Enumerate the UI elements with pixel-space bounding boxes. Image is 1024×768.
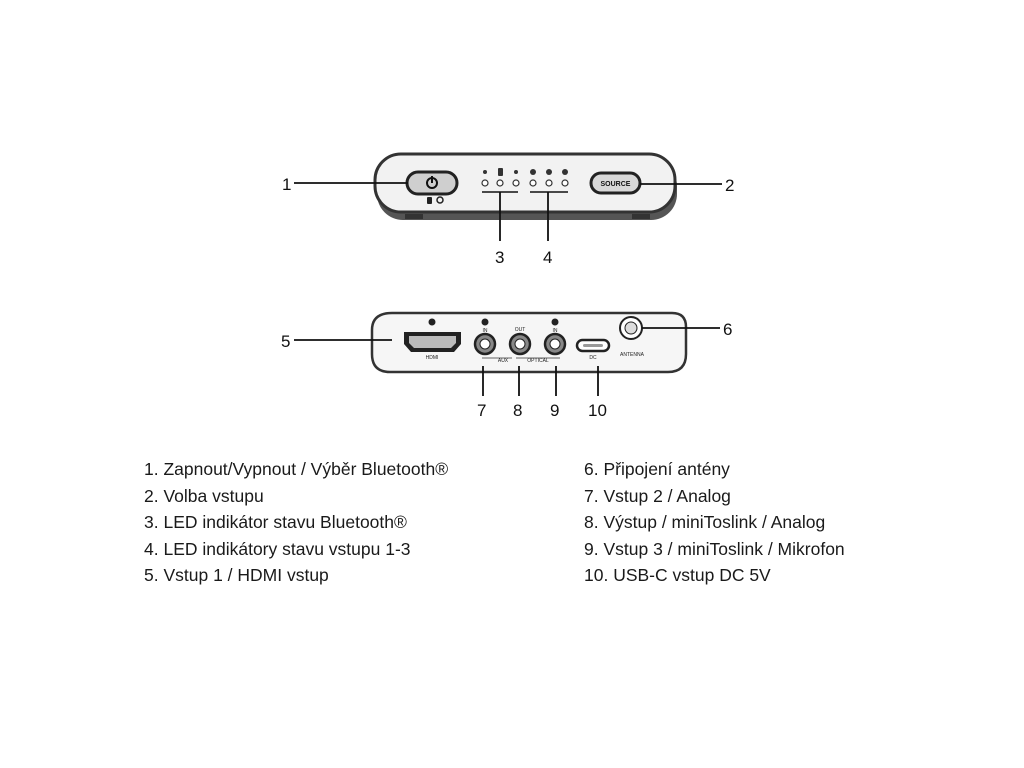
legend-item: 7. Vstup 2 / Analog [584,485,731,506]
callout-5: 5 [281,332,290,351]
callout-7: 7 [477,401,486,420]
source-button-label: SOURCE [601,181,631,188]
source-button[interactable]: SOURCE [589,171,642,195]
hdmi-label: HDMI [426,355,439,361]
legend-item: 2. Volba vstupu [144,485,264,506]
dc-label: DC [589,355,597,361]
led [512,179,520,187]
optical-out-label: OUT [515,327,526,333]
callout-4: 4 [543,248,552,267]
optical-out-jack[interactable] [508,332,532,356]
led-icon [498,168,503,176]
front-foot-right [632,214,650,219]
led [561,179,569,187]
legend-item: 10. USB-C vstup DC 5V [584,565,771,585]
front-foot-left [405,214,423,219]
led-row [481,179,569,187]
legend-item: 4. LED indikátory stavu vstupu 1-3 [144,538,411,559]
callout-3: 3 [495,248,504,267]
callout-9: 9 [550,401,559,420]
led [529,179,537,187]
optical-in-jack[interactable] [543,332,567,356]
led [496,179,504,187]
callout-1: 1 [282,175,291,194]
optical-label: OPTICAL [527,358,549,364]
callout-10: 10 [588,401,607,420]
antenna-label: ANTENNA [620,352,645,358]
bluetooth-sub-icon [436,196,444,204]
legend-right-column: 6. Připojení antény 7. Vstup 2 / Analog … [584,456,845,589]
led-icons-row [483,168,568,176]
hdmi-input-icon [428,318,436,326]
optical-in-icon [551,318,559,326]
aux-in-label: IN [483,328,488,334]
led-icon [483,170,487,174]
back-panel: HDMI IN OUT IN AUX OPTICAL DC [281,311,732,420]
led-icon [530,169,536,175]
power-button[interactable] [405,170,459,196]
legend-item: 6. Připojení antény [584,459,730,479]
led-icon [514,170,518,174]
legend-item: 1. Zapnout/Vypnout / Výběr Bluetooth® [144,459,449,479]
front-panel: SOURCE 1 2 3 4 [282,152,734,267]
antenna-connector[interactable] [619,316,643,340]
aux-in-jack[interactable] [473,332,497,356]
bluetooth-icon [427,197,432,204]
legend-item: 8. Výstup / miniToslink / Analog [584,512,826,532]
legend-left-column: 1. Zapnout/Vypnout / Výběr Bluetooth® 2.… [144,456,448,589]
usb-c-port[interactable] [575,338,611,353]
led [481,179,489,187]
led-icon [562,169,568,175]
legend-item: 3. LED indikátor stavu Bluetooth® [144,512,407,532]
aux-in-icon [481,318,489,326]
aux-label: AUX [498,358,509,364]
optical-in-label: IN [553,328,558,334]
hdmi-port[interactable] [404,332,461,352]
callout-2: 2 [725,176,734,195]
callout-6: 6 [723,320,732,339]
callout-8: 8 [513,401,522,420]
legend-item: 5. Vstup 1 / HDMI vstup [144,565,329,585]
led-icon [546,169,552,175]
led [545,179,553,187]
legend-item: 9. Vstup 3 / miniToslink / Mikrofon [584,538,845,559]
